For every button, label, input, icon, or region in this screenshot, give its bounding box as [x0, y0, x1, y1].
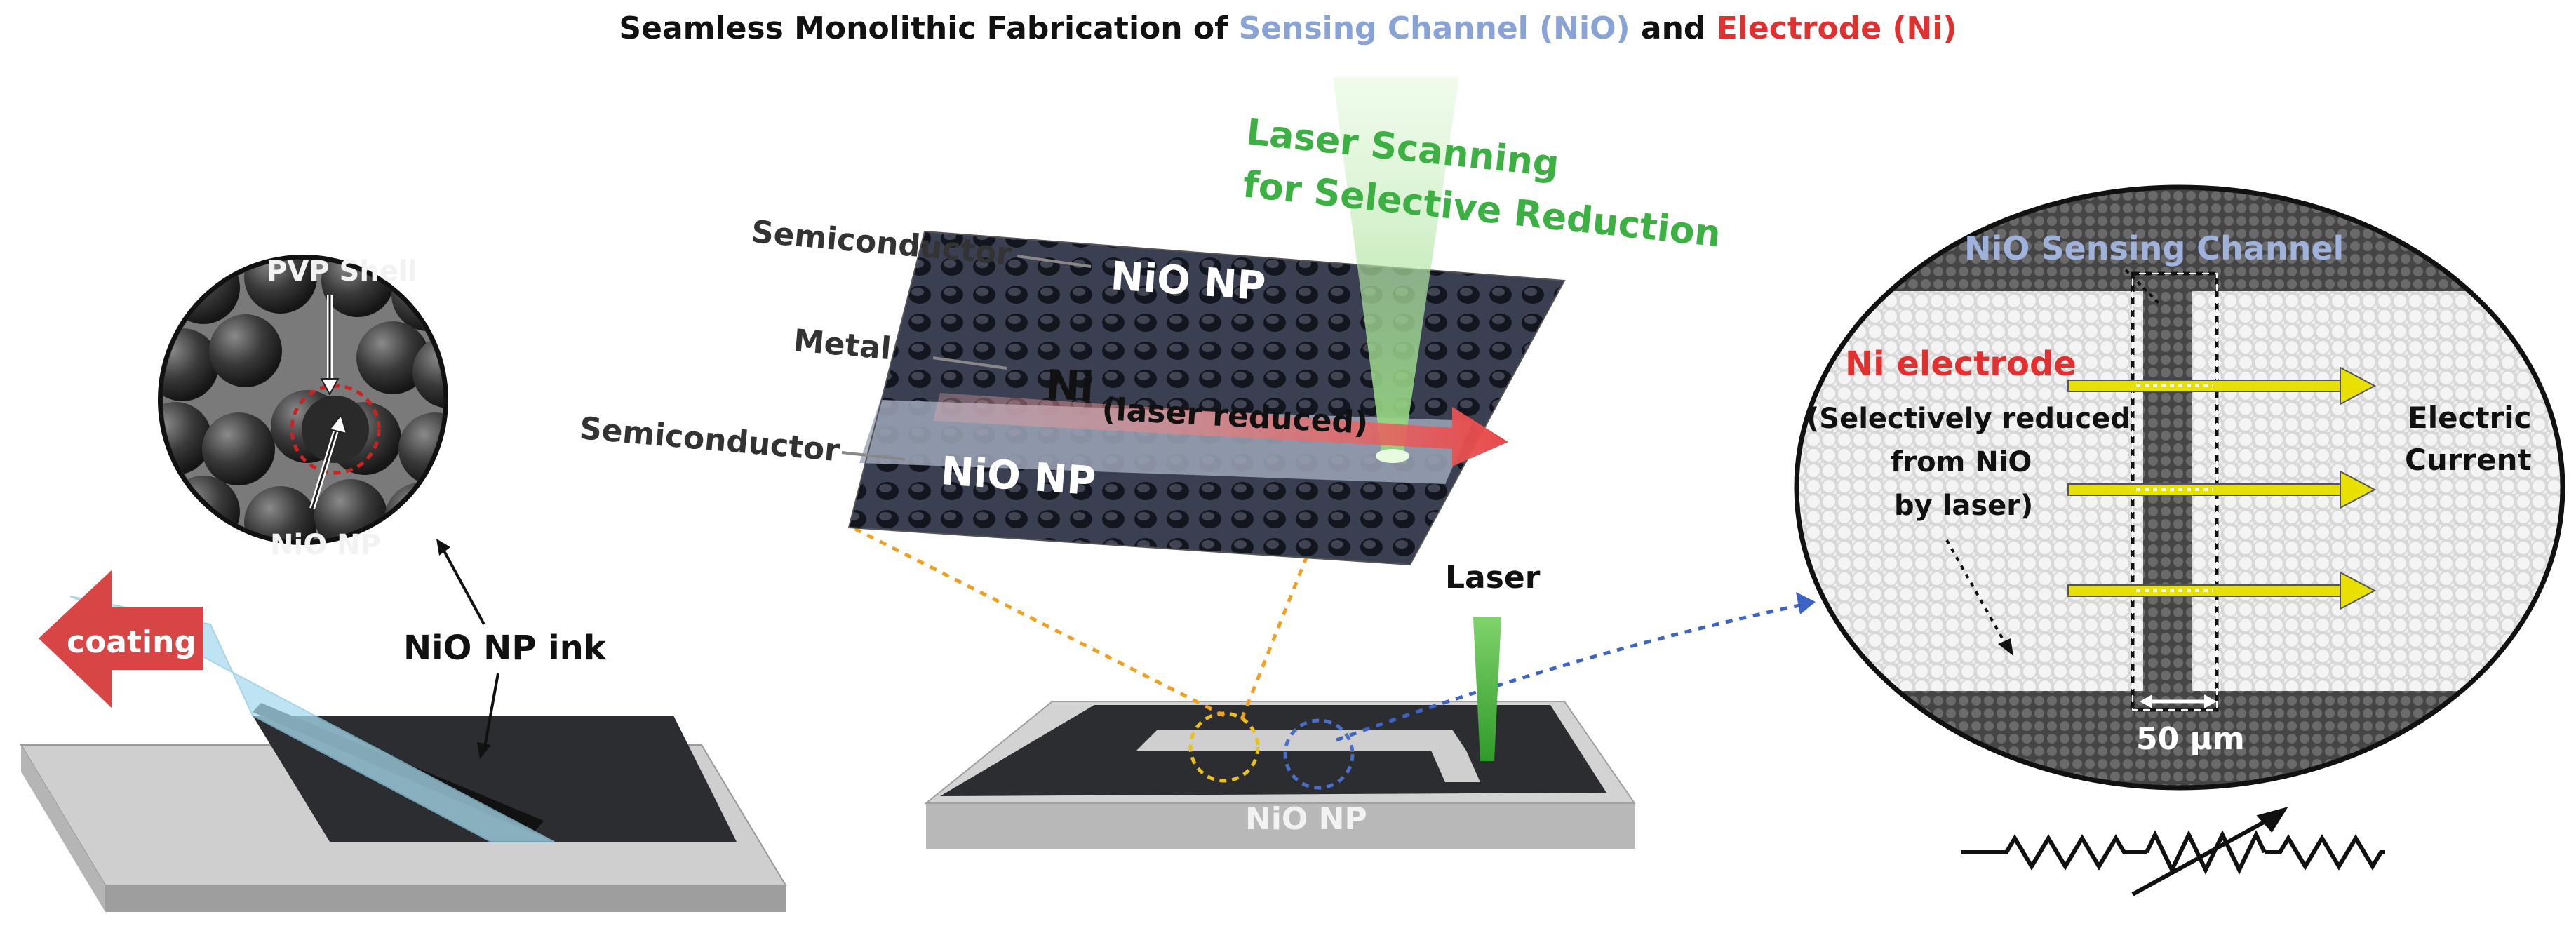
ni-strip	[1136, 730, 1466, 751]
title-channel: Sensing Channel (NiO)	[1239, 11, 1630, 46]
zoom-line-left	[851, 525, 1226, 718]
figure-title: Seamless Monolithic Fabrication of Sensi…	[619, 11, 1957, 46]
small-laser-beam	[1473, 617, 1501, 761]
ink-label: NiO NP ink	[403, 629, 607, 668]
left-substrate	[20, 703, 787, 912]
reduced-note-line3: by laser)	[1894, 490, 2033, 522]
title-prefix: Seamless Monolithic Fabrication of	[619, 11, 1238, 46]
pvp-shell-label: PVP Shell	[267, 255, 417, 288]
center-substrate	[924, 701, 1636, 849]
variable-resistor-icon	[1961, 807, 2385, 896]
current-arrows	[2067, 366, 2377, 610]
coating-label: coating	[67, 624, 196, 660]
sensing-channel-label: NiO Sensing Channel	[1964, 229, 2344, 267]
ink-pointer	[483, 673, 499, 751]
ni-label: Ni	[1045, 361, 1095, 410]
scanning-laser-beam	[1333, 77, 1459, 456]
laser-label: Laser	[1445, 560, 1541, 596]
nanoparticle-magnifier	[158, 255, 448, 545]
reduced-note-line2: from NiO	[1891, 446, 2032, 478]
title-electrode: Electrode (Ni)	[1717, 11, 1957, 46]
scale-label: 50 μm	[2136, 721, 2245, 757]
semiconductor-top-label: Semiconductor	[750, 214, 1013, 272]
blue-zoom-circle	[1283, 718, 1355, 790]
coating-arrow	[39, 570, 203, 708]
title-and: and	[1630, 11, 1717, 46]
magnifier-pointer	[441, 546, 485, 625]
reduced-note-line1: (Selectively reduced	[1806, 403, 2131, 435]
substrate-nio-label: NiO NP	[1245, 801, 1367, 837]
semiconductor-bottom-label: Semiconductor	[578, 410, 841, 469]
nio-np-bottom: NiO NP	[939, 448, 1097, 504]
zoom-line-right	[1240, 557, 1308, 720]
yellow-zoom-circle	[1188, 711, 1260, 783]
current-label: Current	[2405, 443, 2532, 477]
nio-np-top: NiO NP	[1109, 253, 1267, 309]
reduction-direction-arrow	[933, 393, 1508, 466]
ni-electrode-label: Ni electrode	[1845, 344, 2077, 384]
zoom-arrow-right	[1336, 603, 1804, 742]
metal-label: Metal	[792, 323, 892, 367]
nio-np-label-left: NiO NP	[270, 529, 381, 561]
electric-label: Electric	[2408, 401, 2532, 435]
